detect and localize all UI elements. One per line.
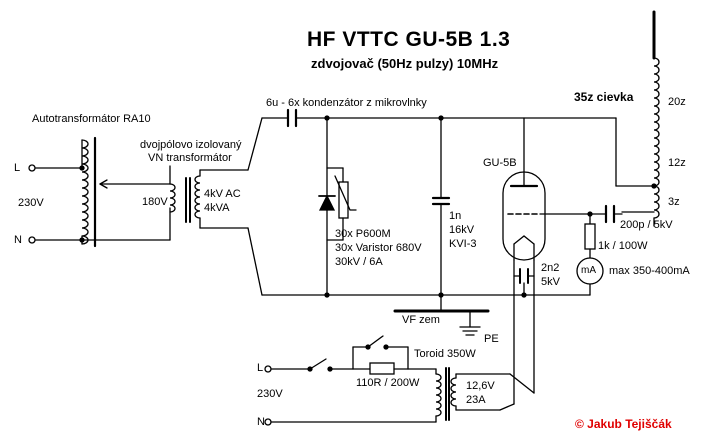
filament-resistor-label: 110R / 200W xyxy=(356,377,420,389)
rectifier-label-2: 30x Varistor 680V xyxy=(335,242,422,254)
tank-capacitor xyxy=(431,117,451,298)
toroid-secondary-2: 23A xyxy=(466,394,486,406)
filament-capacitors xyxy=(513,268,535,296)
tube-label: GU-5B xyxy=(483,157,517,169)
toroid-secondary-1: 12,6V xyxy=(466,380,495,392)
rectifier-label-3: 30kV / 6A xyxy=(335,256,383,268)
rf-ground xyxy=(393,294,490,336)
secondary-rating-1: 4kV AC xyxy=(204,188,241,200)
autotransformer-ra10 xyxy=(34,136,171,248)
hv-transformer-label-1: dvojpólovo izolovaný xyxy=(140,139,242,151)
grid-circuit xyxy=(544,204,623,285)
filament-voltage: 230V xyxy=(257,388,283,400)
coil-tap-12z: 12z xyxy=(668,157,686,169)
primary-voltage: 180V xyxy=(142,196,168,208)
top-rail xyxy=(261,108,617,128)
hv-transformer xyxy=(169,117,263,296)
pe-label: PE xyxy=(484,333,499,345)
grid-cap-label: 200p / 5kV xyxy=(620,219,673,231)
input-terminal-n: N xyxy=(14,234,22,246)
autotransformer-label: Autotransformátor RA10 xyxy=(32,113,151,125)
rectifier-stack xyxy=(318,117,357,296)
secondary-rating-2: 4kVA xyxy=(204,202,230,214)
tesla-coil xyxy=(615,10,660,227)
coil-label: 35z cievka xyxy=(574,90,634,104)
capacitor-label: 6u - 6x kondenzátor z mikrovlnky xyxy=(266,97,427,109)
tube-gu5b xyxy=(502,117,546,405)
grid-resistor-label: 1k / 100W xyxy=(598,240,648,252)
filament-terminal-l: L xyxy=(257,362,264,374)
input-terminals xyxy=(28,164,85,244)
hv-transformer-label-2: VN transformátor xyxy=(148,152,232,164)
filament-cap-label-1: 2n2 xyxy=(541,262,560,274)
tank-cap-label-2: 16kV xyxy=(449,224,475,236)
rectifier-label-1: 30x P600M xyxy=(335,228,391,240)
toroid-label: Toroid 350W xyxy=(414,348,476,360)
copyright: © Jakub Tejiščák xyxy=(575,417,672,431)
diagram-title: HF VTTC GU-5B 1.3 xyxy=(307,28,511,51)
diagram-subtitle: zdvojovač (50Hz pulzy) 10MHz xyxy=(311,56,499,71)
meter-symbol: mA xyxy=(581,265,596,276)
rf-ground-label: VF zem xyxy=(402,314,440,326)
coil-tap-3z: 3z xyxy=(668,196,680,208)
input-terminal-l: L xyxy=(14,162,21,174)
filament-supply xyxy=(264,335,535,426)
meter-range: max 350-400mA xyxy=(609,265,690,277)
tank-cap-label-1: 1n xyxy=(449,210,462,222)
coil-tap-20z: 20z xyxy=(668,96,686,108)
input-voltage: 230V xyxy=(18,197,44,209)
filament-cap-label-2: 5kV xyxy=(541,276,560,288)
tank-cap-label-3: KVI-3 xyxy=(449,238,477,250)
filament-terminal-n: N xyxy=(257,416,265,428)
